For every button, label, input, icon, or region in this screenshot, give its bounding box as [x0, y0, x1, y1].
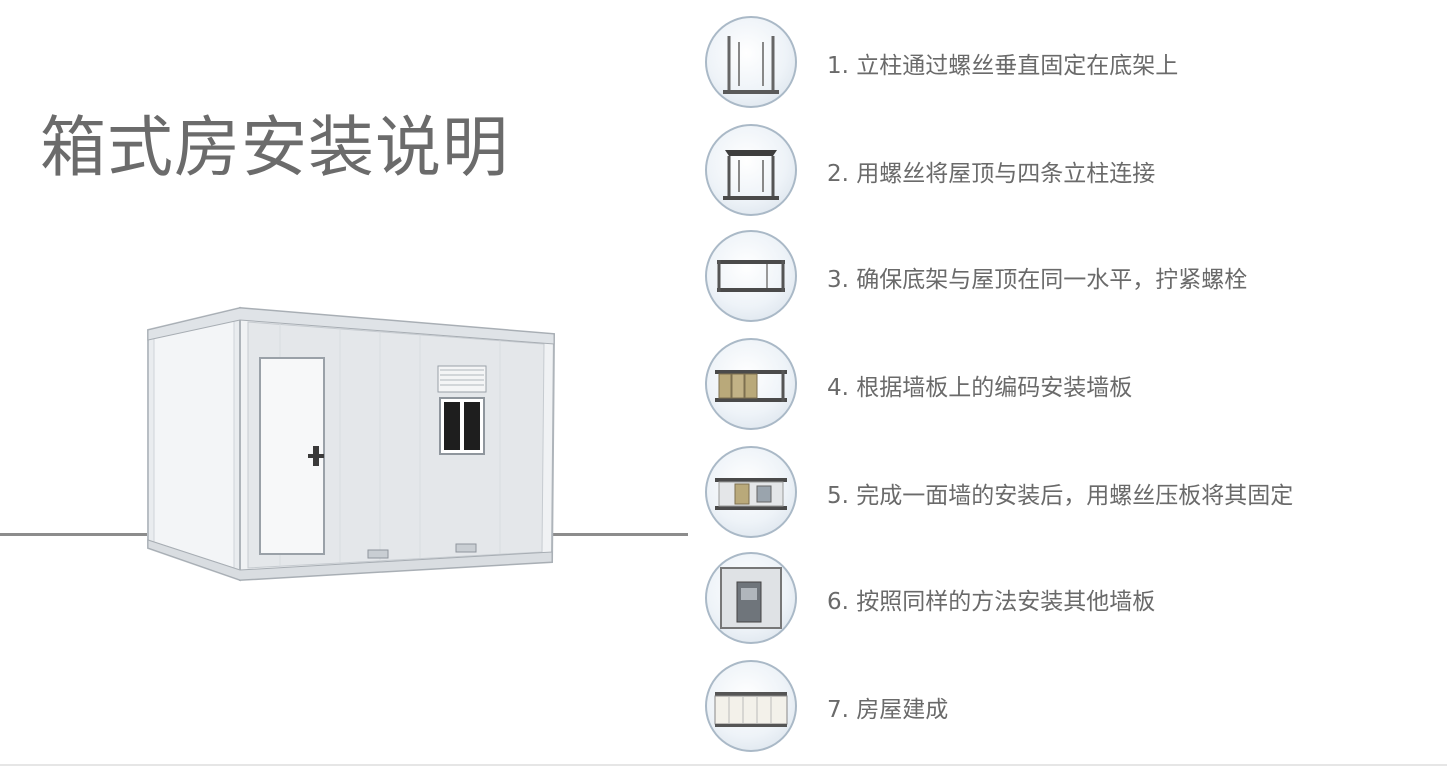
finished-house-icon: [705, 660, 797, 752]
step-text: 7. 房屋建成: [827, 697, 949, 723]
ground-line-right: [540, 533, 688, 536]
step-7: 7. 房屋建成: [705, 660, 1445, 752]
step-4: 4. 根据墙板上的编码安装墙板: [705, 338, 1445, 430]
step-text: 2. 用螺丝将屋顶与四条立柱连接: [827, 161, 1156, 187]
step-3: 3. 确保底架与屋顶在同一水平，拧紧螺栓: [705, 230, 1445, 322]
step-text: 6. 按照同样的方法安装其他墙板: [827, 589, 1156, 615]
wall-fixed-icon: [705, 446, 797, 538]
step-text: 4. 根据墙板上的编码安装墙板: [827, 375, 1133, 401]
page-title: 箱式房安装说明: [40, 109, 509, 186]
frame-posts-icon: [705, 16, 797, 108]
step-text: 3. 确保底架与屋顶在同一水平，拧紧螺栓: [827, 267, 1248, 293]
step-5: 5. 完成一面墙的安装后，用螺丝压板将其固定: [705, 446, 1445, 538]
other-walls-icon: [705, 552, 797, 644]
step-2: 2. 用螺丝将屋顶与四条立柱连接: [705, 124, 1445, 216]
bottom-divider: [0, 764, 1447, 766]
frame-level-icon: [705, 230, 797, 322]
step-text: 1. 立柱通过螺丝垂直固定在底架上: [827, 53, 1179, 79]
container-house-illustration: [147, 306, 556, 582]
step-1: 1. 立柱通过螺丝垂直固定在底架上: [705, 16, 1445, 108]
wall-panels-icon: [705, 338, 797, 430]
step-text: 5. 完成一面墙的安装后，用螺丝压板将其固定: [827, 483, 1294, 509]
step-6: 6. 按照同样的方法安装其他墙板: [705, 552, 1445, 644]
ground-line-left: [0, 533, 170, 536]
steps-list: 1. 立柱通过螺丝垂直固定在底架上 2. 用螺丝将屋顶与四条立柱连接: [705, 0, 1445, 770]
frame-roof-icon: [705, 124, 797, 216]
